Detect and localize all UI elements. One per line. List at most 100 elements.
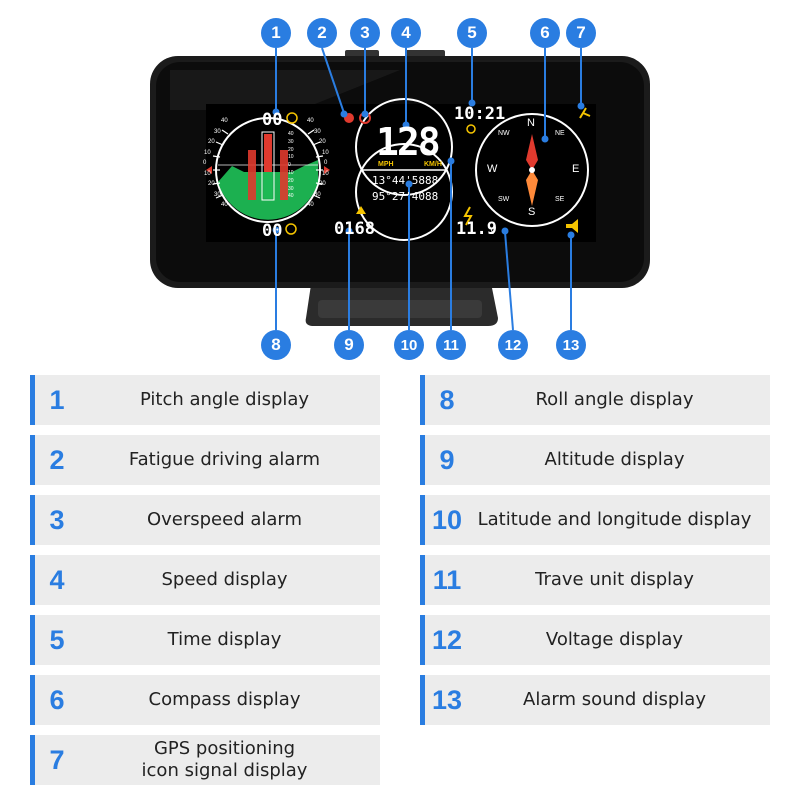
legend-label: Roll angle display [535,389,694,410]
legend-number: 6 [49,684,65,715]
legend-number: 8 [439,384,455,415]
hud-device-graphic [150,47,650,331]
callout-2: 2 [307,18,337,48]
right-tick: 40 [307,118,314,124]
pitch-icon [286,112,298,124]
latitude-value: 13°44'5888 [372,174,439,187]
inclinometer-right-scale: 40 30 20 10 0 10 20 30 40 [307,116,331,211]
pitch-value: 00 [262,110,283,130]
gps-signal-icon [579,107,591,119]
bar-tick: 10 [288,169,294,176]
legend-row-12: 12 Voltage display [420,615,770,665]
bar-tick: 0 [288,162,291,169]
compass-ne: NE [555,130,565,137]
callout-6: 6 [530,18,560,48]
bar-tick: 20 [288,146,294,153]
pitch-bar-green [264,172,272,198]
legend-row-4: 4 Speed display [30,555,380,605]
legend-label: Trave unit display [535,569,694,590]
legend-number: 5 [49,624,65,655]
compass-se: SE [555,196,565,203]
legend-number: 12 [431,624,463,655]
left-tick: 10 [204,170,211,177]
legend-label: Overspeed alarm [146,509,303,530]
legend-row-11: 11 Trave unit display [420,555,770,605]
legend-label: Speed display [161,569,288,590]
alarm-sound-icon [566,219,578,233]
bar-tick: 10 [288,154,294,161]
compass-ring [475,113,589,227]
legend-row-7: 7 GPS positioning icon signal display [30,735,380,785]
legend-label: Latitude and longitude display [477,509,752,530]
legend-row-3: 3 Overspeed alarm [30,495,380,545]
bar-tick: 40 [288,193,294,200]
right-tick: 10 [322,170,329,177]
callout-8: 8 [261,330,291,360]
left-tick: 30 [214,191,221,198]
legend-row-2: 2 Fatigue driving alarm [30,435,380,485]
compass-s: S [528,206,536,218]
bar-tick: 30 [288,138,294,145]
voltage-bolt-icon [463,206,473,226]
legend-number: 13 [431,684,463,715]
callout-1: 1 [261,18,291,48]
left-tick: 0 [203,160,207,166]
inclinometer-left-scale: 40 30 20 10 0 10 20 30 40 [203,116,228,211]
callout-10: 10 [394,330,424,360]
right-tick: 0 [324,160,328,166]
compass-n: N [527,117,535,129]
longitude-value: 95°27'4088 [372,190,439,203]
legend-label: Alarm sound display [523,689,706,710]
right-tick: 20 [319,139,326,145]
device-stand-foot [318,300,482,318]
compass-nw: NW [498,130,510,137]
legend-label: Pitch angle display [139,389,310,410]
bar-tick: 20 [288,177,294,184]
left-tick: 30 [214,128,221,135]
speed-unit-kmh: KM/H [424,161,442,168]
legend-label: Compass display [148,689,301,710]
clock-icon [466,124,476,134]
compass-needle-south [526,170,538,206]
right-tick: 20 [319,181,326,187]
compass-e: E [572,163,580,175]
right-tick: 40 [307,202,314,208]
altitude-mountain-icon [356,206,366,214]
callout-4: 4 [391,18,421,48]
legend-number: 11 [432,564,462,595]
compass-needle-north [526,134,538,170]
callout-7: 7 [566,18,596,48]
right-tick: 30 [314,191,321,198]
roll-icon [285,223,297,235]
callout-5: 5 [457,18,487,48]
legend-row-10: 10 Latitude and longitude display [420,495,770,545]
pitch-bar-red [264,134,272,198]
right-tick: 10 [322,149,329,156]
time-value: 10:21 [454,104,506,124]
legend-row-1: 1 Pitch angle display [30,375,380,425]
legend-label: Time display [167,629,282,650]
left-tick: 10 [204,149,211,156]
left-tick: 40 [221,118,228,124]
compass-w: W [487,163,498,175]
legend-number: 10 [431,504,463,535]
speed-circle [355,98,453,196]
speed-value: 128 [376,120,441,164]
hud-device: 00 00 128 MPH KM/H 13°44'5888 95°27'4088… [0,0,800,360]
voltage-value: 11.9 [456,219,497,239]
legend-row-5: 5 Time display [30,615,380,665]
left-tick: 20 [208,181,215,187]
legend-row-9: 9 Altitude display [420,435,770,485]
left-tick: 40 [221,202,228,208]
legend-number: 9 [439,444,455,475]
bar-tick: 40 [288,131,294,137]
callout-3: 3 [350,18,380,48]
callout-9: 9 [334,330,364,360]
callout-11: 11 [436,330,466,360]
legend-row-8: 8 Roll angle display [420,375,770,425]
right-tick: 30 [314,128,321,135]
altitude-value: 0168 [334,219,375,239]
legend-number: 2 [49,444,65,475]
legend-label: Altitude display [544,449,685,470]
legend-number: 1 [49,384,65,415]
